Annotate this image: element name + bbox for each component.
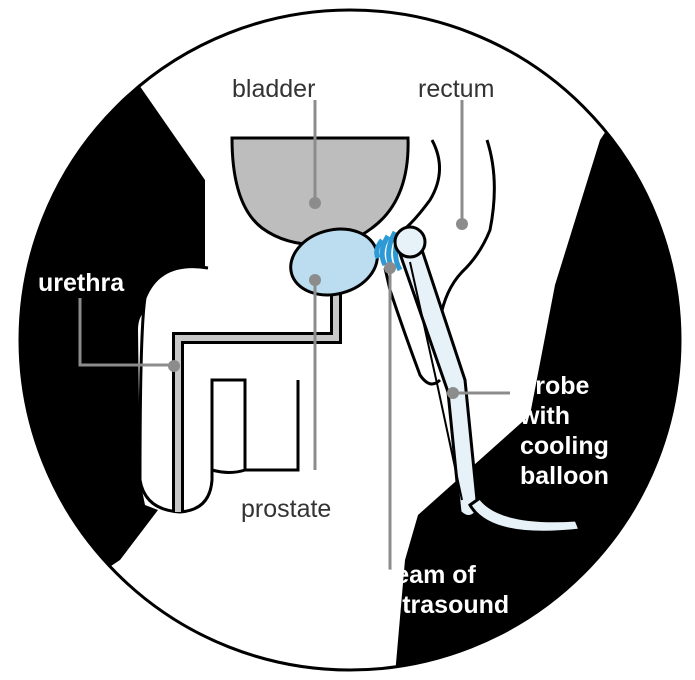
label-probe-line2: with — [519, 402, 570, 430]
label-beam-line2: ultrasound — [380, 591, 509, 619]
label-probe-line3: cooling — [520, 432, 609, 460]
label-probe-line4: balloon — [520, 462, 609, 490]
label-probe-line1: probe — [520, 372, 590, 400]
label-rectum: rectum — [418, 75, 494, 103]
label-urethra: urethra — [38, 269, 125, 297]
label-beam-line1: beam of — [380, 561, 477, 589]
label-prostate: prostate — [241, 495, 331, 523]
label-bladder: bladder — [232, 75, 315, 103]
